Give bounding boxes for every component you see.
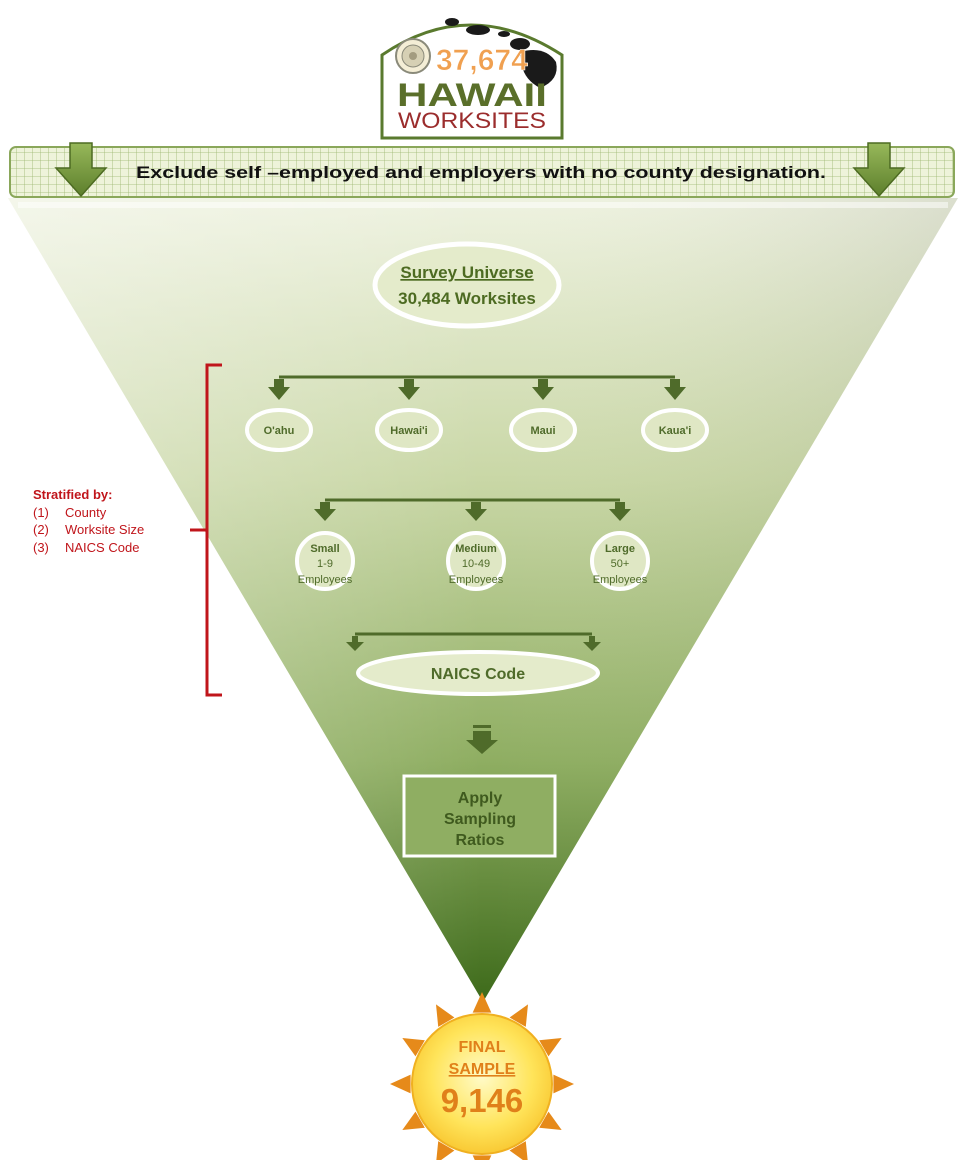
- strat-num-1: (1): [33, 505, 49, 520]
- final-line2: SAMPLE: [449, 1061, 516, 1078]
- sun-ray: [539, 1038, 562, 1057]
- final-sample-node: FINAL SAMPLE 9,146: [390, 992, 574, 1160]
- down-arrow-icon: [268, 379, 290, 400]
- size-range: 10-49: [462, 558, 490, 570]
- sun-rays: [390, 992, 574, 1160]
- county-node: Kaua'i: [641, 408, 709, 452]
- sun-ray: [402, 1038, 425, 1057]
- size-name: Large: [605, 543, 635, 555]
- strat-label-2: Worksite Size: [65, 522, 144, 537]
- county-node: Maui: [509, 408, 577, 452]
- sun-ray: [436, 1004, 455, 1027]
- universe-title: Survey Universe: [400, 263, 533, 282]
- final-line1: FINAL: [458, 1039, 505, 1056]
- sun-ray: [509, 1141, 528, 1160]
- hawaii-islands-map: [445, 18, 557, 88]
- strat-num-2: (2): [33, 522, 49, 537]
- down-arrow-icon: [398, 379, 420, 400]
- final-count: 9,146: [441, 1082, 524, 1119]
- down-arrow-icon: [54, 142, 108, 198]
- down-arrow-icon: [583, 636, 601, 651]
- banner-text: Exclude self –employed and employers wit…: [136, 163, 826, 182]
- county-label: Hawai'i: [390, 425, 427, 437]
- sun-ray: [402, 1111, 425, 1130]
- size-range: 50+: [611, 558, 630, 570]
- sun-ray: [509, 1004, 528, 1027]
- stratification-legend: Stratified by: (1) County (2) Worksite S…: [33, 487, 144, 555]
- survey-universe-node: Survey Universe 30,484 Worksites: [372, 241, 562, 329]
- size-unit: Employees: [593, 574, 648, 586]
- sampling-line1: Apply: [458, 790, 503, 807]
- header-title-worksites: WORKSITES: [398, 108, 546, 133]
- sun-ray: [472, 992, 492, 1013]
- strat-num-3: (3): [33, 540, 49, 555]
- down-arrow-icon: [852, 142, 906, 198]
- stratified-heading: Stratified by:: [33, 487, 112, 502]
- size-name: Small: [310, 543, 339, 555]
- strat-label-1: County: [65, 505, 107, 520]
- header-badge: 37,674 HAWAII WORKSITES: [380, 18, 564, 140]
- size-unit: Employees: [298, 574, 353, 586]
- county-node: Hawai'i: [375, 408, 443, 452]
- sun-ray: [553, 1074, 574, 1094]
- down-arrow-icon: [314, 502, 336, 521]
- stratification-bracket: [190, 363, 222, 697]
- down-arrow-icon: [465, 502, 487, 521]
- sun-ray: [472, 1155, 492, 1160]
- sampling-line3: Ratios: [456, 832, 505, 849]
- down-arrow-icon: [609, 502, 631, 521]
- down-arrow-icon: [466, 725, 498, 754]
- county-branch: O'ahu Hawai'i Maui Kaua'i: [245, 375, 709, 452]
- county-label: O'ahu: [264, 425, 295, 437]
- naics-node: [356, 650, 600, 696]
- apply-sampling-ratios-node: Apply Sampling Ratios: [402, 774, 557, 858]
- header-title-hawaii: HAWAII: [397, 77, 547, 113]
- county-label: Maui: [530, 425, 555, 437]
- size-node: Large 50+ Employees: [590, 531, 650, 591]
- sun-ray: [390, 1074, 411, 1094]
- county-label: Kaua'i: [659, 425, 692, 437]
- size-range: 1-9: [317, 558, 333, 570]
- sampling-line2: Sampling: [444, 811, 516, 828]
- size-unit: Employees: [449, 574, 504, 586]
- sun-ray: [539, 1111, 562, 1130]
- strat-label-3: NAICS Code: [65, 540, 139, 555]
- sun-ray: [436, 1141, 455, 1160]
- exclusion-banner: Exclude self –employed and employers wit…: [9, 142, 955, 198]
- universe-count: 30,484 Worksites: [398, 289, 536, 308]
- naics-label: NAICS Code: [431, 666, 525, 683]
- naics-branch: NAICS Code: [346, 632, 601, 696]
- size-name: Medium: [455, 543, 497, 555]
- size-branch: Small1-9EmployeesMedium10-49EmployeesLar…: [295, 498, 650, 591]
- down-arrow-icon: [532, 379, 554, 400]
- county-node: O'ahu: [245, 408, 313, 452]
- state-seal-icon: [395, 38, 431, 74]
- down-arrow-icon: [664, 379, 686, 400]
- header-count: 37,674: [436, 44, 528, 77]
- down-arrow-icon: [346, 636, 364, 651]
- funnel: [8, 198, 958, 1002]
